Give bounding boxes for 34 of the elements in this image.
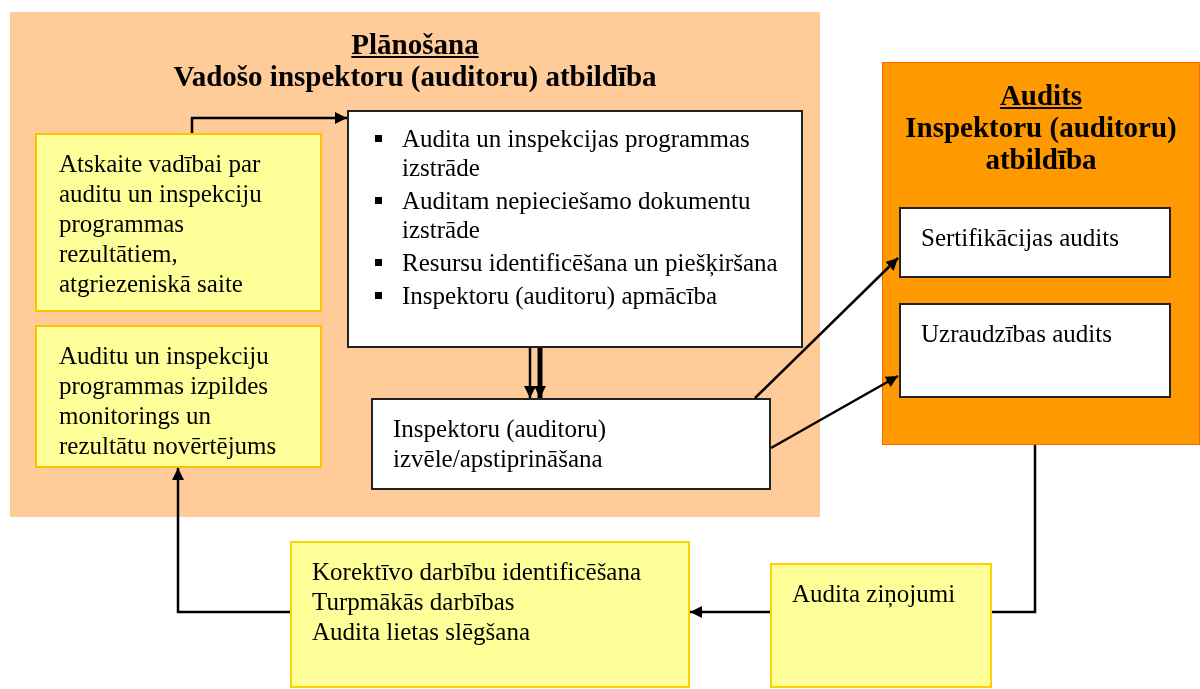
process-box — [899, 207, 1171, 278]
panel-subheading: Inspektoru (auditoru) atbildība — [904, 111, 1178, 175]
box-text: Inspektoru (auditoru) izvēle/apstiprināšana — [393, 414, 608, 474]
box-text: Uzraudzības audits — [921, 319, 1113, 349]
audit-panel — [882, 62, 1200, 445]
list-item: Audita un inspekcijas programmas izstrāde — [402, 124, 751, 182]
arrow — [690, 606, 770, 618]
planning-panel — [10, 12, 820, 517]
box-text: Korektīvo darbību identificēšana — [312, 557, 643, 587]
arrow — [754, 257, 899, 399]
panel-heading: Plānošana — [351, 28, 479, 60]
process-box — [770, 563, 992, 688]
process-box — [35, 325, 322, 468]
box-text: Auditu un inspekciju programmas izpildes monitorings un rezultātu novērtējums — [59, 341, 278, 461]
arrow — [172, 468, 290, 614]
box-text: Turpmākās darbības — [312, 587, 516, 617]
list-item: Auditam nepieciešamo dokumentu izstrāde — [402, 186, 752, 244]
arrow — [190, 112, 347, 133]
process-box — [899, 303, 1171, 398]
box-text: Audita lietas slēgšana — [312, 617, 531, 647]
arrow — [524, 348, 536, 398]
process-box — [347, 110, 803, 348]
box-text: Sertifikācijas audits — [921, 223, 1120, 253]
box-text: Audita ziņojumi — [792, 579, 957, 609]
list-item: Inspektoru (auditoru) apmācība — [402, 281, 718, 310]
panel-subheading: Vadošo inspektoru (auditoru) atbildība — [173, 60, 657, 92]
process-box — [371, 398, 771, 490]
box-text: Atskaite vadībai par auditu un inspekciju programmas rezultātiem, atgriezeniskā saite — [59, 149, 263, 299]
arrow — [534, 348, 546, 398]
panel-heading: Audits — [999, 79, 1083, 111]
arrow — [770, 374, 899, 450]
process-box — [35, 133, 322, 312]
process-box — [290, 541, 690, 688]
list-item: Resursu identificēšana un piešķiršana — [402, 248, 778, 277]
